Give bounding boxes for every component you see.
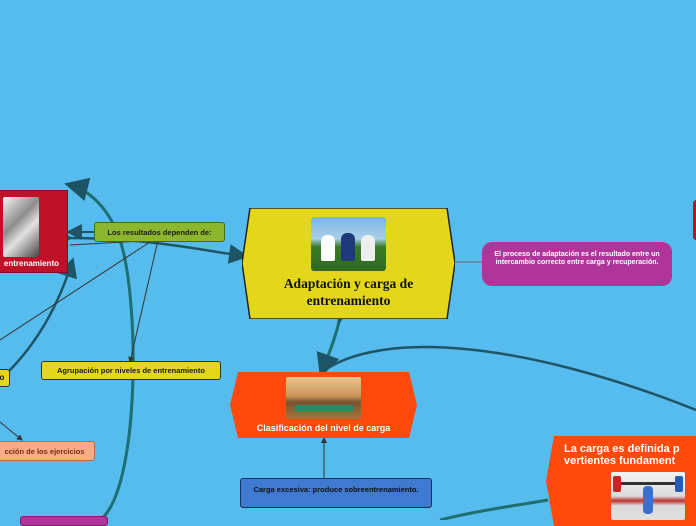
gym-photo-icon (286, 377, 361, 419)
athletes-photo-icon (3, 197, 39, 257)
exercise-selection-node[interactable]: cción de los ejercicios (0, 441, 95, 461)
left-training-node[interactable]: entrenamiento (0, 190, 68, 273)
adaptation-note-label: El proceso de adaptación es el resultado… (494, 251, 660, 266)
link-central-classification (316, 297, 356, 378)
link-results-grouping (128, 239, 159, 363)
adaptation-note-node[interactable]: El proceso de adaptación es el resultado… (482, 242, 672, 286)
link-left-teal (64, 177, 135, 520)
link-thin-1 (0, 241, 151, 341)
left-yellow-label: o (0, 373, 5, 382)
results-depend-label: Los resultados dependen de: (107, 228, 212, 237)
left-training-label: entrenamiento (3, 259, 59, 268)
link-yellow-up (7, 257, 78, 373)
link-class-load (321, 345, 696, 412)
bottom-left-node[interactable] (20, 516, 108, 526)
runners-photo-icon (311, 217, 386, 271)
right-edge-node[interactable] (693, 200, 696, 240)
classification-label: Clasificación del nivel de carga (256, 423, 391, 433)
exercise-selection-label: cción de los ejercicios (4, 447, 85, 456)
link-bottom-right (439, 498, 549, 520)
classification-node[interactable]: Clasificación del nivel de carga (230, 372, 417, 438)
central-node[interactable]: Adaptación y carga de entrenamiento (242, 208, 455, 319)
grouping-node[interactable]: Agrupación por niveles de entrenamiento (41, 361, 221, 380)
excessive-load-node[interactable]: Carga excesiva: produce sobreentrenamien… (240, 478, 432, 508)
load-defined-node[interactable]: La carga es definida p vertientes fundam… (546, 436, 696, 526)
weightlifter-photo-icon (611, 472, 685, 520)
left-yellow-node[interactable]: o (0, 369, 10, 387)
grouping-label: Agrupación por niveles de entrenamiento (57, 366, 205, 375)
load-defined-label: La carga es definida p vertientes fundam… (564, 443, 680, 467)
link-exercise (0, 421, 23, 441)
central-title: Adaptación y carga de entrenamiento (283, 276, 414, 308)
results-depend-node[interactable]: Los resultados dependen de: (94, 222, 225, 242)
excessive-load-label: Carga excesiva: produce sobreentrenamien… (253, 485, 419, 494)
